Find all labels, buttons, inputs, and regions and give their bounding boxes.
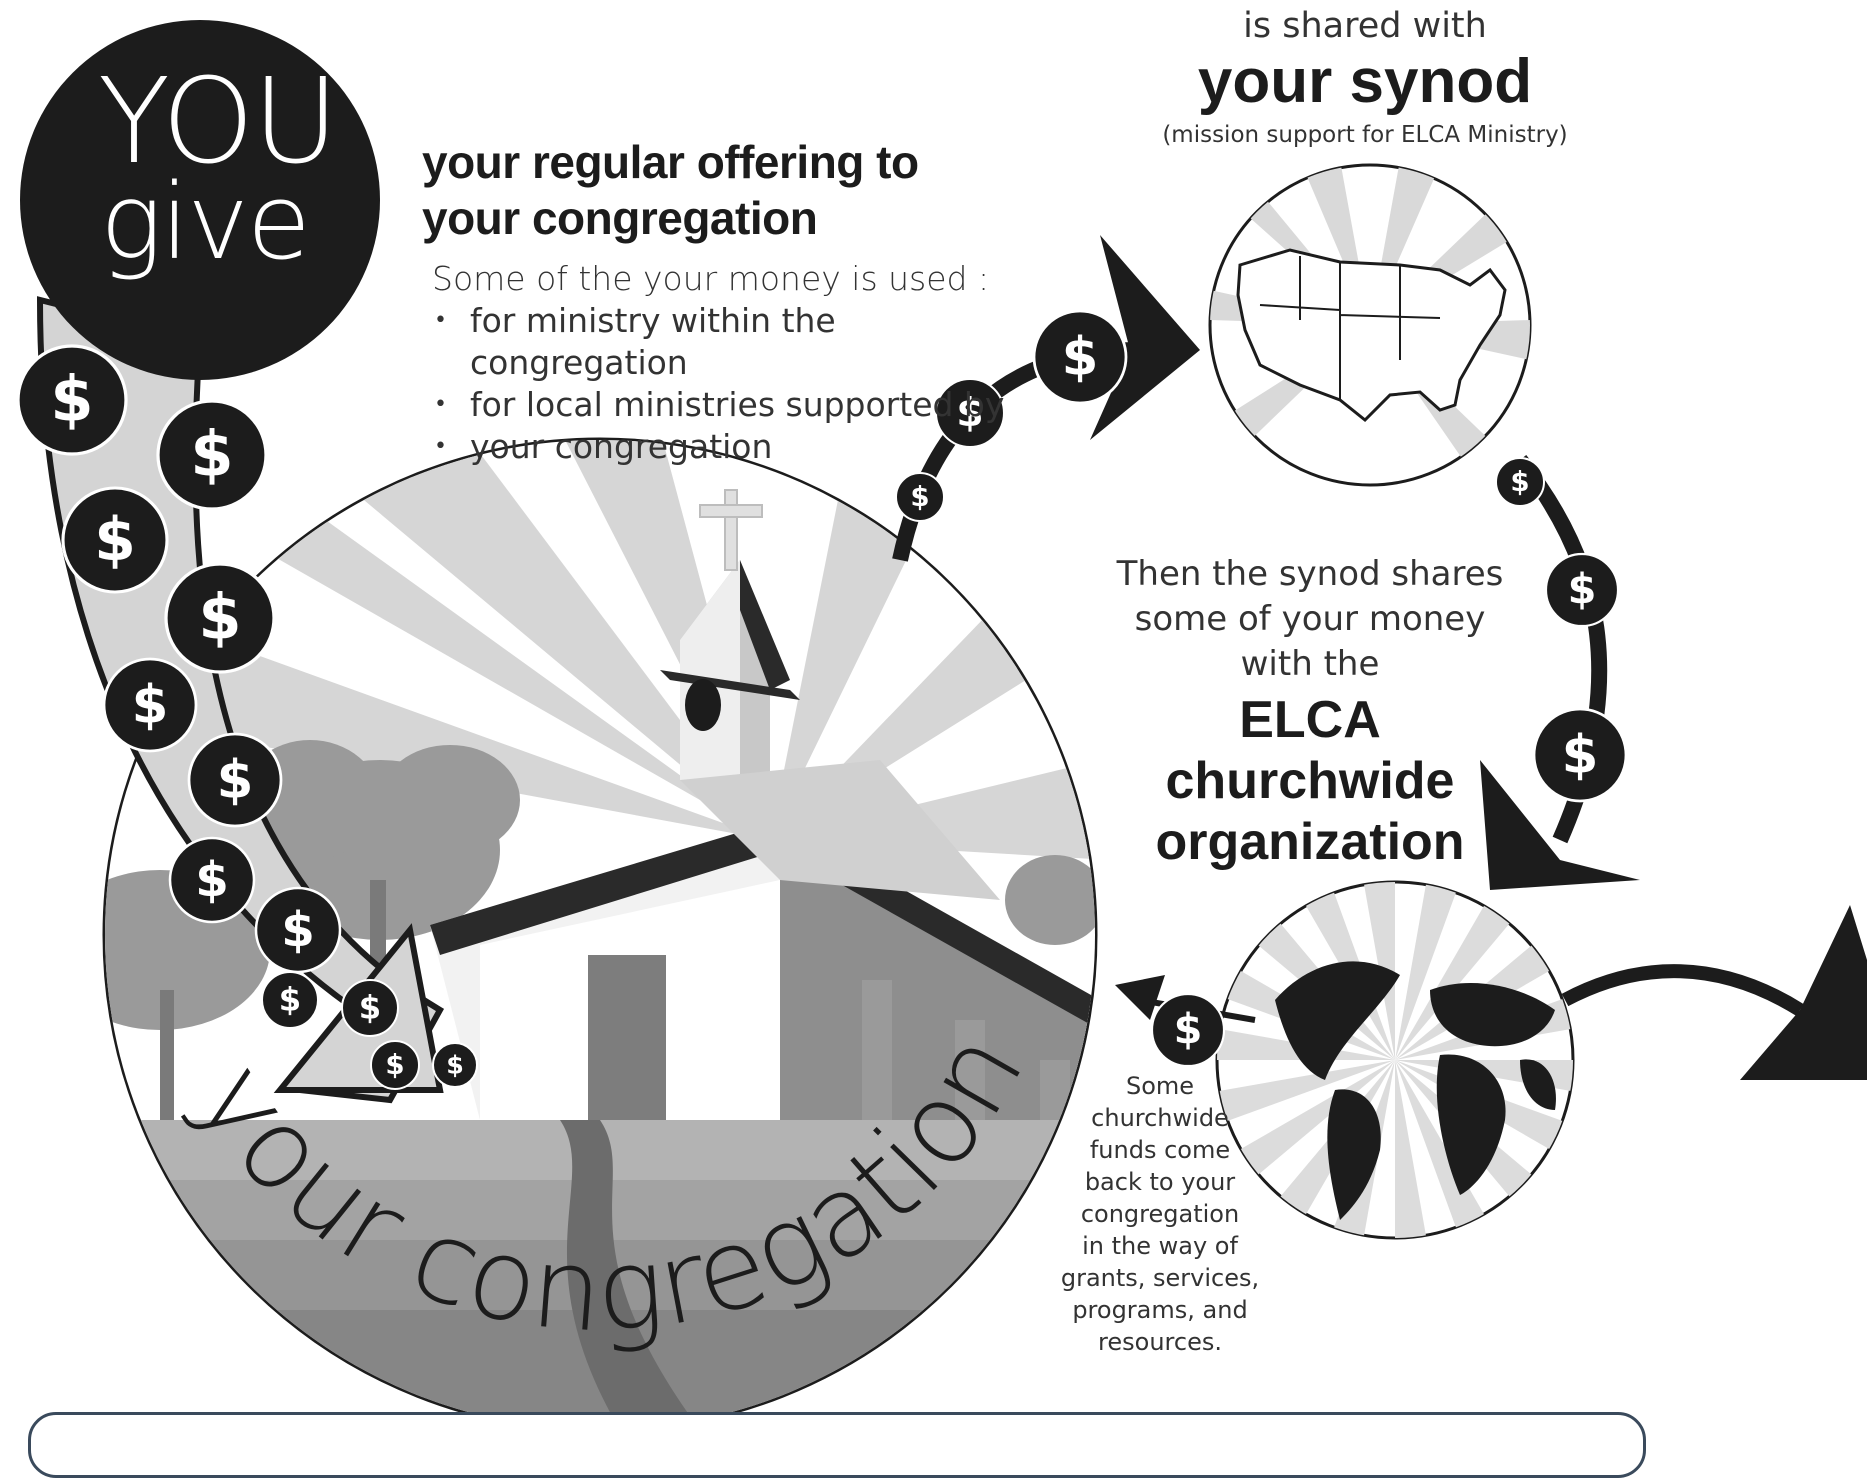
svg-text:$: $ <box>281 902 315 958</box>
globe-ray <box>1395 1060 1430 1238</box>
offering-bullet: for ministry within the congregation <box>432 300 1052 384</box>
synod-shares-text: Then the synod shares some of your money… <box>1090 552 1530 687</box>
dollar-coin-icon: $ <box>1495 457 1545 507</box>
svg-text:$: $ <box>50 363 93 436</box>
dollar-coin-icon: $ <box>164 562 276 674</box>
offering-bullet-continuation: your congregation <box>432 426 1052 468</box>
return-note-line: programs, and <box>1072 1296 1248 1324</box>
congregation-circle: your congregation <box>102 437 1098 1432</box>
bottom-frame <box>28 1412 1646 1478</box>
svg-text:$: $ <box>1562 724 1599 785</box>
dollar-coin-icon: $ <box>254 886 342 974</box>
continents <box>1275 961 1556 1220</box>
offering-bullet-list: for ministry within the congregation for… <box>432 300 1052 468</box>
offering-title-line1: your regular offering to <box>422 136 919 188</box>
dollar-coin-icon: $ <box>341 979 399 1037</box>
dollar-coin-icon: $ <box>1544 552 1620 628</box>
svg-text:$: $ <box>132 674 169 735</box>
return-note-line: grants, services, <box>1060 1264 1260 1292</box>
synod-title: your synod <box>1197 47 1533 116</box>
svg-text:$: $ <box>190 418 233 491</box>
return-note-line: resources. <box>1098 1328 1222 1356</box>
svg-text:$: $ <box>446 1050 464 1079</box>
globe-ray <box>1395 886 1524 1060</box>
return-note-line: Some <box>1125 1072 1195 1100</box>
offering-title: your regular offering to your congregati… <box>422 134 982 246</box>
synod-note: (mission support for ELCA Ministry) <box>1162 122 1568 148</box>
svg-text:$: $ <box>1174 1006 1203 1054</box>
world-globe <box>1215 880 1575 1240</box>
dollar-coin-icon: $ <box>261 971 319 1029</box>
svg-text:$: $ <box>94 505 136 575</box>
coin-group: $$$$$$$$$$$$$$$$$$$ <box>16 309 1628 1090</box>
globe-ray <box>1217 1060 1395 1129</box>
return-note-line: congregation <box>1080 1200 1240 1228</box>
svg-text:$: $ <box>217 749 254 810</box>
svg-text:$: $ <box>1510 465 1529 498</box>
return-note-line: funds come <box>1089 1136 1231 1164</box>
globe-ray <box>1395 1060 1495 1238</box>
synod-shared-with: is shared with <box>1243 6 1487 46</box>
synod-shares-line2: some of your money <box>1134 599 1486 639</box>
synod-shares-line3: with the <box>1240 644 1380 684</box>
svg-text:$: $ <box>195 852 229 908</box>
elca-title-line2: churchwide <box>1165 752 1455 810</box>
elca-churchwide-title: ELCA churchwide organization <box>1110 690 1510 873</box>
usa-map-circle <box>1208 163 1532 487</box>
elca-title-line1: ELCA <box>1239 691 1381 749</box>
dollar-coin-icon: $ <box>1032 309 1128 405</box>
svg-text:$: $ <box>359 989 381 1027</box>
dollar-coin-icon: $ <box>156 399 268 511</box>
dollar-coin-icon: $ <box>16 344 128 456</box>
giving-flow-illustration: your congregation <box>16 20 1867 1432</box>
globe-ray <box>1395 882 1464 1060</box>
church-building <box>430 489 1095 1125</box>
dollar-coin-icon: $ <box>1532 707 1628 803</box>
you-give-circle <box>20 20 380 380</box>
offering-intro: Some of the your money is used : <box>432 259 990 298</box>
dollar-coin-icon: $ <box>61 486 169 594</box>
dollar-coin-icon: $ <box>895 472 945 522</box>
return-note-line: in the way of <box>1082 1232 1238 1260</box>
you-word: YOU <box>98 52 339 190</box>
return-note-line: churchwide <box>1091 1104 1229 1132</box>
give-word: give <box>100 161 311 283</box>
svg-text:$: $ <box>385 1048 404 1081</box>
to-world-arrow <box>1561 905 1867 1080</box>
dollar-coin-icon: $ <box>168 836 256 924</box>
dollar-coin-icon: $ <box>1150 992 1226 1068</box>
dollar-coin-icon: $ <box>102 657 198 753</box>
svg-text:$: $ <box>1568 566 1597 614</box>
svg-text:$: $ <box>1062 326 1099 387</box>
usa-map-outline <box>1236 248 1507 423</box>
svg-text:$: $ <box>198 581 241 654</box>
dollar-coin-icon: $ <box>432 1042 478 1088</box>
dollar-coin-icon: $ <box>187 732 283 828</box>
dollar-coin-icon: $ <box>370 1040 420 1090</box>
svg-text:$: $ <box>910 480 929 513</box>
synod-shares-line1: Then the synod shares <box>1116 554 1504 594</box>
return-note-line: back to your <box>1084 1168 1236 1196</box>
elca-title-line3: organization <box>1155 813 1465 871</box>
globe-ray <box>1360 882 1395 1060</box>
offering-title-line2: your congregation <box>422 192 818 244</box>
offering-bullet: for local ministries supported by <box>432 384 1052 426</box>
svg-text:$: $ <box>279 981 301 1019</box>
return-funds-note: Some churchwide funds come back to your … <box>1060 1070 1260 1358</box>
